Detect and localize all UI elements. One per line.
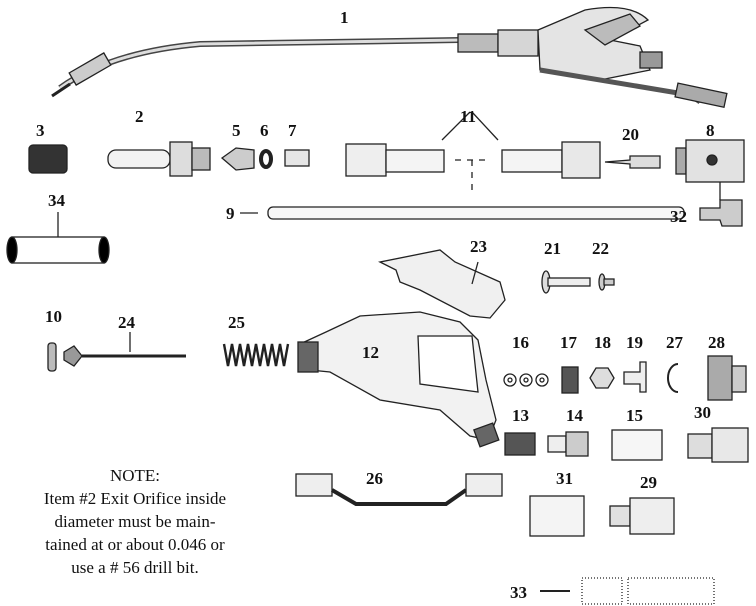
label-21: 21 [544,239,561,258]
label-23: 23 [470,237,487,256]
label-29: 29 [640,473,657,492]
label-10: 10 [45,307,62,326]
part-25-spring [222,343,290,367]
label-12: 12 [362,343,379,362]
label-2: 2 [135,107,144,126]
part-29-fitting [609,497,675,535]
label-27: 27 [666,333,684,352]
part-18-hex-nut [589,367,615,389]
label-3: 3 [36,121,45,140]
label-33: 33 [510,583,527,602]
part-1-spray-gun-assembly [51,6,728,109]
part-20-needle [604,155,661,169]
part-34-tube [6,212,110,264]
part-32-elbow [699,199,743,227]
part-11-fittings [345,111,601,196]
part-31-fitting [529,495,585,537]
part-17-packing-nut [561,366,579,394]
label-22: 22 [592,239,609,258]
label-8: 8 [706,121,715,140]
label-17: 17 [560,333,578,352]
note-block: NOTE: Item #2 Exit Orifice inside diamet… [0,464,270,579]
part-19-bracket [623,361,647,393]
part-30-adapter [687,427,749,463]
label-14: 14 [566,406,584,425]
part-33-filter-screen [540,577,715,605]
label-31: 31 [556,469,573,488]
note-line-3: tained at or about 0.046 or [45,535,225,554]
label-26: 26 [366,469,383,488]
part-26-tube [295,473,503,506]
label-15: 15 [626,406,643,425]
part-15-coupler [611,429,663,461]
part-13-screen [504,432,536,456]
part-23-trigger [378,249,506,319]
part-10-cap [47,342,57,372]
label-19: 19 [626,333,643,352]
part-16-washers [503,373,549,387]
part-3-sleeve [28,144,68,174]
part-7-pin [284,149,310,167]
note-heading: NOTE: [109,466,161,485]
label-7: 7 [288,121,297,140]
label-1: 1 [340,8,349,27]
label-24: 24 [118,313,136,332]
part-9-rod [267,206,685,220]
label-13: 13 [512,406,529,425]
part-6-o-ring [259,149,273,169]
part-5-valve [220,147,255,171]
label-28: 28 [708,333,725,352]
label-30: 30 [694,403,711,422]
part-24-stem [63,332,186,367]
label-20: 20 [622,125,639,144]
note-line-4: use a # 56 drill bit. [71,558,199,577]
part-21-pin [541,270,591,294]
note-line-2: diameter must be main- [54,512,216,531]
label-9: 9 [226,204,235,223]
label-18: 18 [594,333,611,352]
part-2-nozzle-tip [107,141,211,177]
label-6: 6 [260,121,269,140]
label-5: 5 [232,121,241,140]
label-34: 34 [48,191,66,210]
part-27-c-clip [667,363,679,393]
note-line-1: Item #2 Exit Orifice inside [43,489,227,508]
part-8-tee-body [675,139,745,183]
label-11: 11 [460,107,476,126]
part-28-connector [707,355,747,401]
part-22-clip [598,273,615,291]
label-16: 16 [512,333,529,352]
label-32: 32 [670,207,687,226]
part-14-fitting [547,431,589,457]
label-25: 25 [228,313,245,332]
